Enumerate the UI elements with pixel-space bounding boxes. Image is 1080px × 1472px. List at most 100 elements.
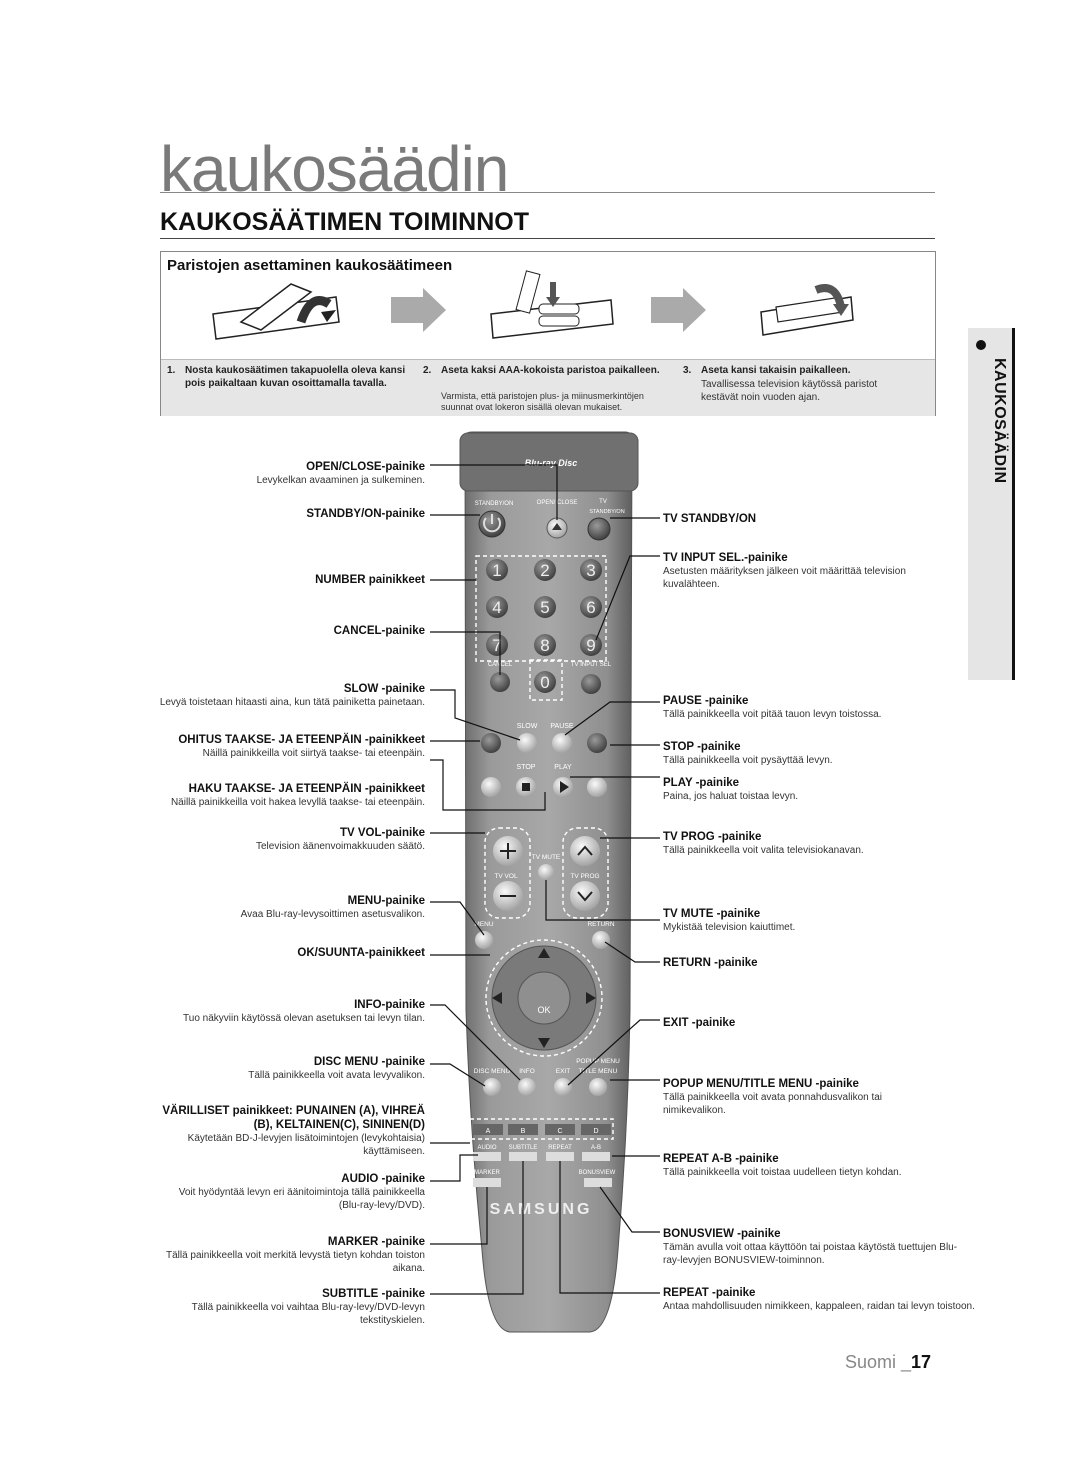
battery-heading: Paristojen asettaminen kaukosäätimeen	[167, 257, 453, 274]
step-text: Nosta kaukosäätimen takapuolella oleva k…	[185, 365, 406, 389]
number-buttons: 1 2 3 4 5 6 7 8 9 0	[486, 559, 602, 693]
color-button-d: D	[593, 1128, 598, 1135]
number-button-4: 4	[492, 598, 501, 617]
label-tv-standby: TV STANDBY/ON	[663, 513, 757, 525]
remote-label-return: RETURN	[587, 921, 614, 928]
label-number: NUMBER painikkeet	[315, 574, 425, 586]
number-button-8: 8	[540, 636, 549, 655]
skip-forward-button	[587, 733, 607, 753]
page-number: 17	[911, 1352, 932, 1372]
popup-menu-button	[589, 1078, 607, 1096]
label-ok: OK/SUUNTA-painikkeet	[297, 947, 425, 959]
step-note: Tavallisessa television käytössä paristo…	[701, 379, 878, 403]
title-rule	[160, 192, 935, 193]
prog-down-button	[570, 881, 600, 911]
power-icon	[483, 514, 501, 533]
color-button-b: B	[521, 1128, 526, 1135]
remote-label-ok: OK	[537, 1005, 550, 1015]
number-button-6: 6	[586, 598, 595, 617]
remote-label-stop: STOP	[517, 764, 536, 771]
remote-close-cover-illustration	[760, 284, 854, 336]
remote-label-title-menu: TITLE MENU	[579, 1068, 618, 1075]
bullet-icon	[976, 340, 986, 350]
chapter-side-tab: KAUKOSÄÄDIN	[968, 328, 1013, 680]
number-button-5: 5	[540, 598, 549, 617]
disc-menu-button	[483, 1078, 501, 1096]
repeat-ab-button	[582, 1152, 610, 1161]
page-footer: Suomi _17	[845, 1352, 931, 1373]
page-title: kaukosäädin	[160, 133, 509, 205]
tv-prog-outline	[562, 827, 609, 919]
plus-icon	[500, 843, 516, 859]
arrow-up-icon	[538, 948, 550, 958]
number-button-7: 7	[492, 636, 501, 655]
pause-button	[552, 733, 572, 753]
chevron-up-icon	[577, 845, 593, 856]
number-button-3: 3	[586, 561, 595, 580]
remote-label-slow: SLOW	[517, 723, 538, 730]
section-rule	[160, 238, 935, 239]
battery-steps: 1. Nosta kaukosäätimen takapuolella olev…	[161, 359, 935, 416]
leader-lines	[430, 464, 660, 1295]
repeat-button	[546, 1152, 574, 1161]
search-back-button	[481, 777, 501, 797]
label-exit: EXIT -painike	[663, 1017, 736, 1029]
label-standby: STANDBY/ON-painike	[306, 508, 425, 520]
dpad-outline	[485, 939, 603, 1057]
cancel-button	[490, 672, 510, 692]
remote-label-standby: STANDBY/ON	[475, 501, 514, 507]
battery-illustrations	[212, 270, 854, 340]
arrow-icon-1	[391, 288, 446, 332]
number-group-outline	[475, 555, 607, 662]
remote-label-audio: AUDIO	[477, 1145, 496, 1151]
tv-input-button	[581, 674, 601, 694]
remote-label-tv-input: TV INPUT SEL	[571, 662, 612, 668]
stop-icon	[522, 783, 530, 791]
prog-up-button	[570, 836, 600, 866]
footer-language: Suomi _	[845, 1352, 912, 1372]
info-button	[518, 1078, 536, 1096]
exit-button	[554, 1078, 572, 1096]
audio-button	[473, 1152, 501, 1161]
remote-label-menu: MENU	[474, 921, 493, 928]
color-button-c: C	[557, 1128, 562, 1135]
arrow-right-icon	[586, 992, 596, 1004]
remote-label-tv-prog: TV PROG	[570, 873, 599, 880]
label-color-buttons: VÄRILLISET painikkeet: PUNAINEN (A), VIH…	[162, 1105, 425, 1157]
arrow-icon-2	[651, 288, 706, 332]
step-text: Aseta kansi takaisin paikalleen.	[701, 365, 851, 376]
color-button-a: A	[486, 1128, 491, 1135]
side-tab-bar	[1012, 328, 1015, 680]
remote-label-subtitle: SUBTITLE	[509, 1145, 538, 1151]
step-note: Varmista, että paristojen plus- ja miinu…	[441, 391, 644, 412]
number-button-9: 9	[586, 636, 595, 655]
marker-button	[473, 1178, 501, 1187]
battery-instructions-box: Paristojen asettaminen kaukosäätimeen	[160, 251, 936, 416]
color-buttons-outline	[469, 1118, 614, 1140]
slow-button	[517, 733, 537, 753]
tv-vol-outline	[484, 827, 531, 919]
zero-outline	[529, 659, 563, 701]
number-button-2: 2	[540, 561, 549, 580]
bonusview-button	[584, 1178, 612, 1187]
remote-label-tv-mute: TV MUTE	[532, 854, 561, 861]
step-number: 1.	[167, 365, 176, 376]
remote-label-exit: EXIT	[556, 1068, 570, 1075]
menu-button	[475, 931, 493, 949]
return-button	[592, 931, 610, 949]
remote-open-cover-illustration	[212, 283, 340, 340]
